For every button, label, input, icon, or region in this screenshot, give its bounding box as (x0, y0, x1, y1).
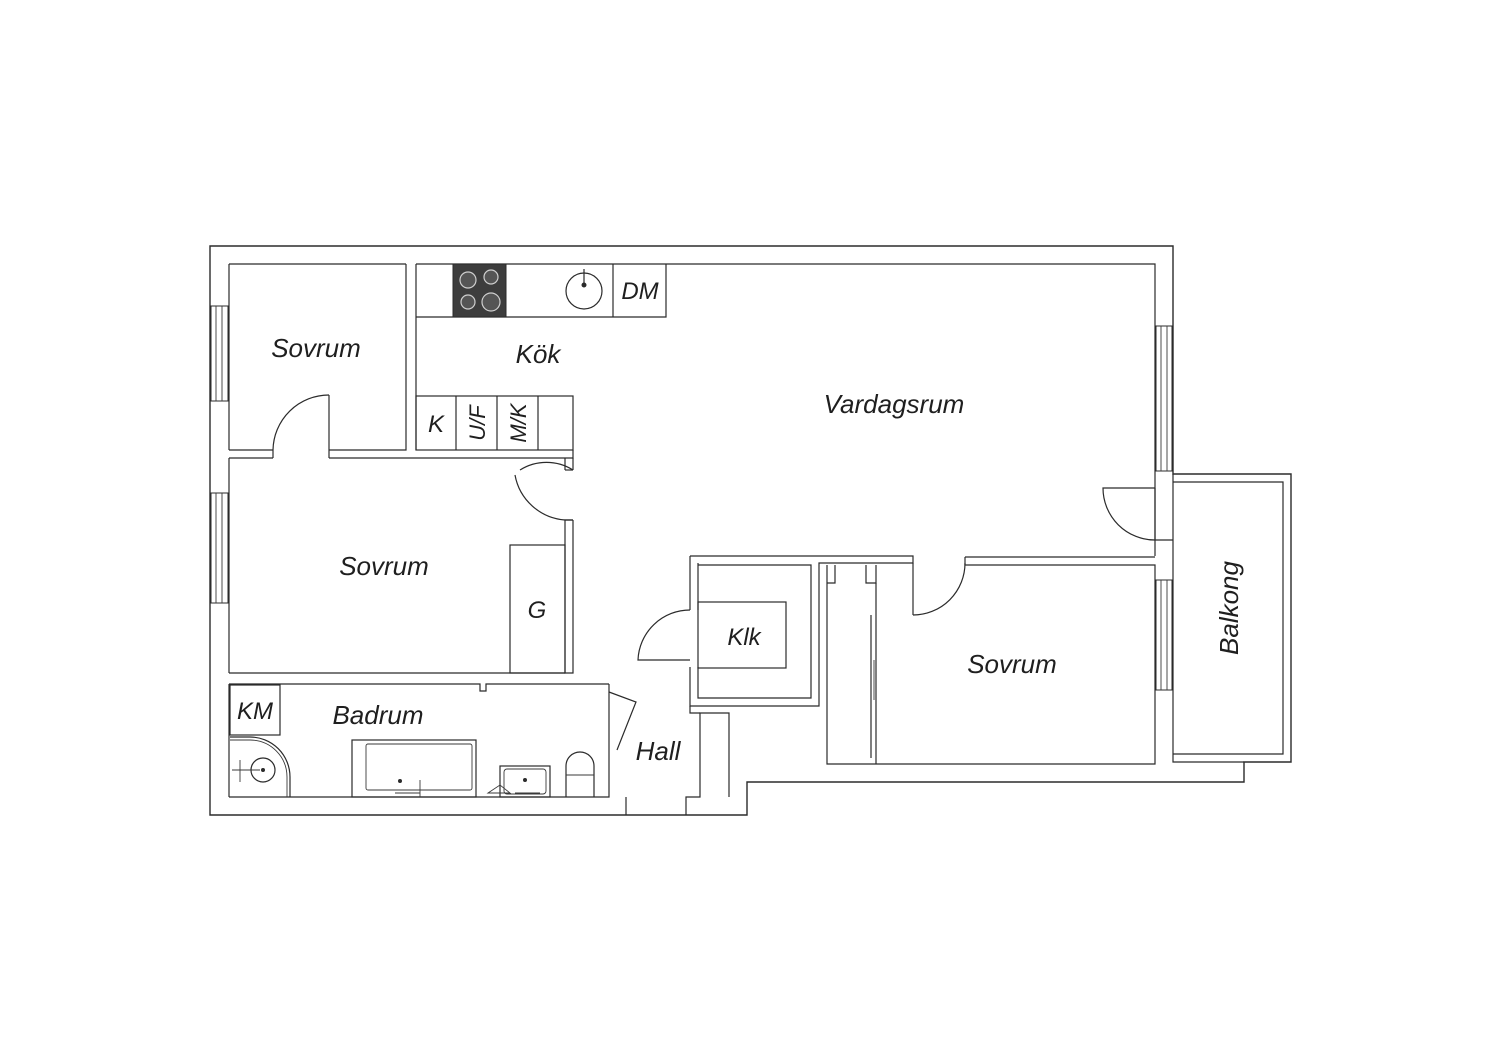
door-swing-icon (272, 394, 330, 451)
room-label-sovrum-right: Sovrum (967, 649, 1057, 679)
kitchen-counter-appliances (415, 395, 574, 451)
window-icon (1155, 325, 1173, 472)
room-label-vardagsrum: Vardagsrum (824, 389, 965, 419)
room-label-sovrum-mid-left: Sovrum (339, 551, 429, 581)
door-swing-icon (1102, 487, 1156, 541)
wardrobe-g (509, 544, 566, 674)
fixture-label-dm: DM (621, 278, 658, 305)
room-label-kok: Kök (516, 339, 563, 369)
fixture-label-g: G (528, 597, 547, 624)
bedroom-right-walls (826, 556, 1156, 765)
fixture-label-km: KM (237, 698, 273, 725)
room-label-badrum: Badrum (332, 700, 423, 730)
window-icon (210, 492, 229, 604)
fixture-label-k: K (428, 411, 445, 438)
room-label-hall: Hall (636, 736, 682, 766)
hall-diagonal-door (608, 691, 637, 751)
bathtub-icon (351, 739, 477, 798)
toilet-icon (565, 751, 595, 797)
window-icon (1155, 579, 1173, 691)
washing-machine-box (229, 684, 281, 736)
room-label-klk: Klk (727, 624, 762, 651)
room-label-sovrum-top-left: Sovrum (271, 333, 361, 363)
door-swing-icon (514, 461, 574, 521)
closet-walls (689, 555, 914, 714)
door-swing-icon (637, 609, 691, 661)
room-label-balkong: Balkong (1214, 560, 1244, 654)
washbasin-icon (486, 765, 551, 798)
sink-icon (565, 269, 603, 310)
fixture-label-uf: U/F (465, 404, 490, 441)
door-swing-icon (912, 562, 966, 616)
window-icon (210, 305, 229, 402)
fixture-label-mk: M/K (506, 402, 531, 442)
hob-icon (452, 263, 507, 318)
shower-icon (230, 736, 291, 797)
